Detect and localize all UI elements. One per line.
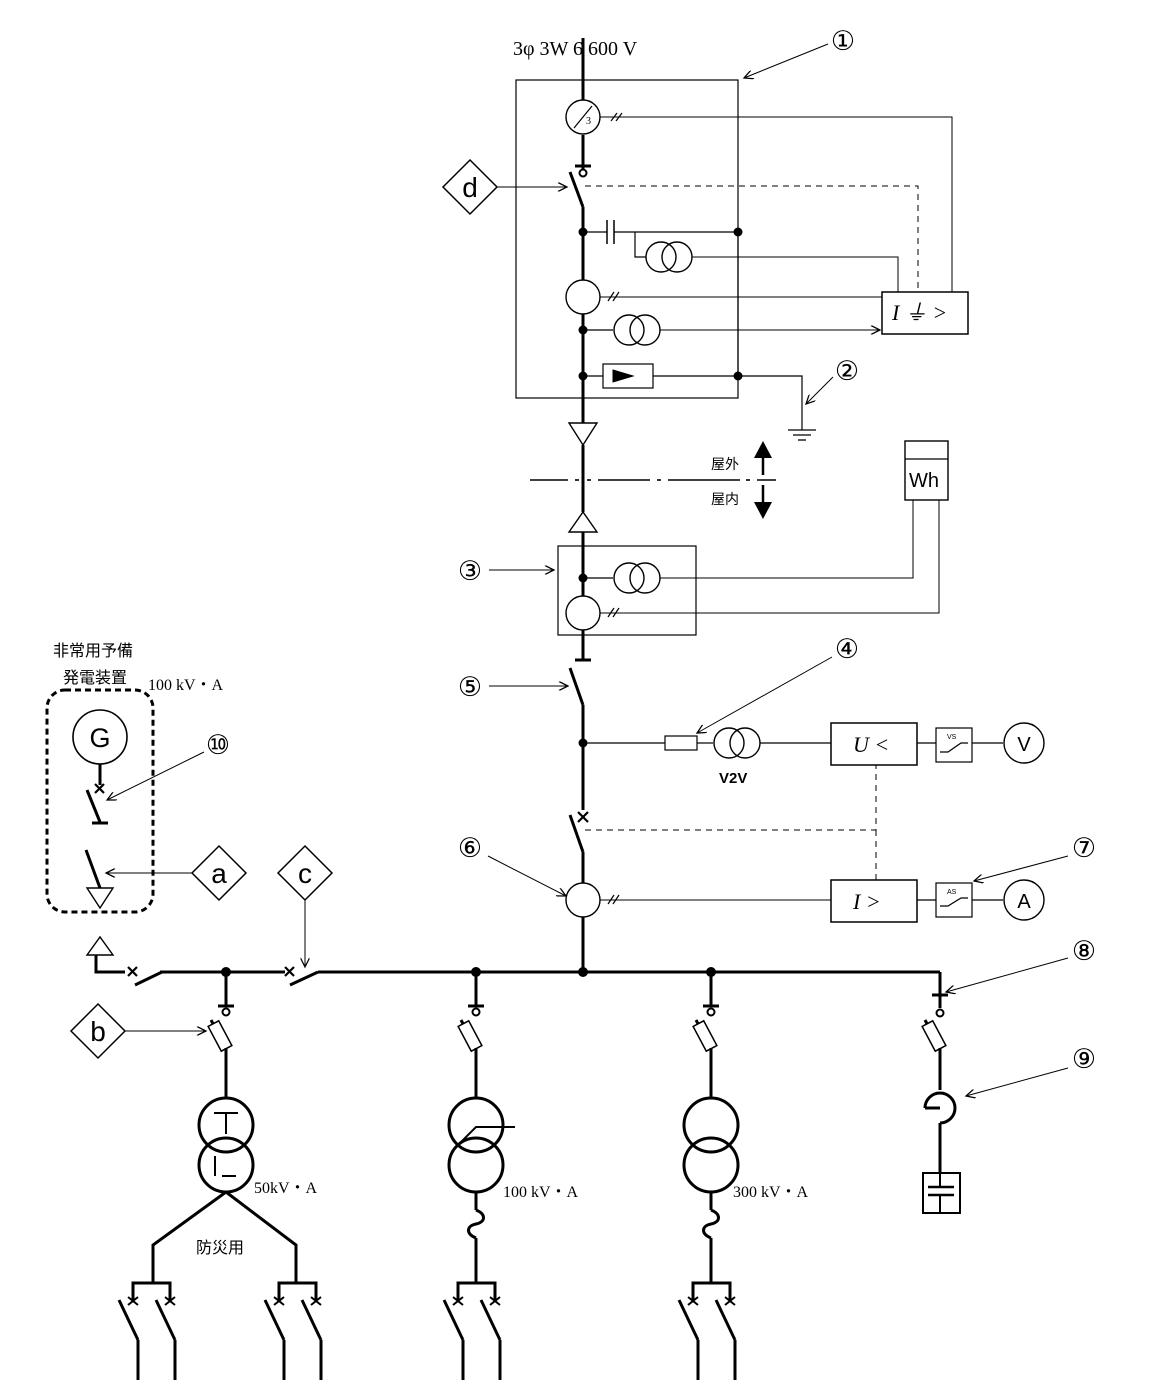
vt-protection <box>578 314 880 346</box>
generator-title-line1: 非常用予備 <box>53 642 133 660</box>
transformer-1-secondary <box>151 1190 298 1283</box>
generator-rating: 100 kV・A <box>148 677 224 694</box>
voltmeter: V <box>1003 722 1045 764</box>
cubicle-1-enclosure <box>515 79 739 399</box>
callout-3-label: ③ <box>458 556 482 586</box>
generator-enclosure <box>45 688 155 914</box>
callout-d-label: d <box>462 172 478 203</box>
ocr-label: I > <box>852 889 881 914</box>
callout-4-label: ④ <box>835 634 859 664</box>
cable-head-outdoor <box>567 422 599 447</box>
generator-tie-breaker <box>127 966 163 987</box>
transformer-3 <box>682 1096 740 1283</box>
voltmeter-switch: VS <box>935 727 973 763</box>
feeder-4 <box>921 993 948 1090</box>
disconnector-5 <box>568 658 591 706</box>
undervoltage-relay: U < <box>830 722 918 766</box>
bus-tie-breaker-c <box>284 966 319 987</box>
trip-link-dashed-1 <box>585 185 919 294</box>
callout-8-label: ⑧ <box>1072 936 1096 966</box>
callout-a-label: a <box>211 858 227 889</box>
callout-2: ② <box>806 356 859 404</box>
vct-enclosure <box>557 545 697 636</box>
transformer-2 <box>447 1096 515 1283</box>
transformer-2-rating: 100 kV・A <box>503 1184 579 1201</box>
callout-a: a <box>106 844 248 902</box>
generator-title-line2: 発電装置 <box>63 669 127 687</box>
lv-breaker-group-2 <box>263 1281 323 1380</box>
voltmeter-label: V <box>1017 734 1031 756</box>
callout-b-label: b <box>90 1016 106 1047</box>
callout-6: ⑥ <box>458 833 566 896</box>
capacitor-bank <box>922 1172 961 1214</box>
transformer-1 <box>197 1096 255 1194</box>
vct-vt <box>578 500 914 594</box>
callout-10-label: ⑩ <box>206 730 230 760</box>
callout-1-label: ① <box>831 26 855 56</box>
generator-disconnector-a <box>84 849 102 889</box>
cable-head-indoor <box>567 510 599 533</box>
ground-relay-label: I ⏚ > <box>891 300 947 325</box>
callout-5: ⑤ <box>458 672 568 702</box>
zero-phase-ct-top: 3 <box>565 99 953 295</box>
callout-b: b <box>69 1002 206 1060</box>
indoor-label: 屋内 <box>711 492 739 508</box>
ground-fault-relay: I ⏚ > <box>881 291 969 335</box>
callout-c-label: c <box>298 858 312 889</box>
pt-branch <box>578 727 831 759</box>
bus-node-main <box>578 967 588 977</box>
callout-4: ④ <box>697 634 859 733</box>
supply-label: 3φ 3W 6 600 V <box>513 38 638 60</box>
callout-7: ⑦ <box>974 833 1096 881</box>
uvr-label: U < <box>853 732 889 757</box>
generator-cable-head-2 <box>85 935 115 956</box>
pt-label: V2V <box>719 770 747 787</box>
series-reactor-9 <box>923 1091 957 1173</box>
vs-label: VS <box>947 734 957 741</box>
callout-c: c <box>276 844 334 967</box>
callout-d: d <box>441 158 567 216</box>
transformer-1-rating: 50kV・A <box>254 1180 318 1197</box>
overcurrent-relay: I > <box>830 879 918 923</box>
lv-breaker-group-4 <box>677 1281 737 1380</box>
transformer-3-rating: 300 kV・A <box>733 1184 809 1201</box>
callout-9: ⑨ <box>966 1044 1096 1096</box>
up-arrow-icon <box>754 441 772 475</box>
ammeter: A <box>1003 879 1045 921</box>
ammeter-label: A <box>1017 891 1031 913</box>
callout-9-label: ⑨ <box>1072 1044 1096 1074</box>
transformer-1-use: 防災用 <box>196 1239 244 1257</box>
feeder-1 <box>207 972 234 1098</box>
callout-3: ③ <box>458 556 554 586</box>
vct-ct <box>565 500 940 631</box>
ct-ratio-label: 3 <box>586 116 591 127</box>
feeder-2 <box>457 972 484 1098</box>
lv-breaker-group-1 <box>117 1281 177 1380</box>
callout-7-label: ⑦ <box>1072 833 1096 863</box>
ct-protection <box>565 279 882 315</box>
lightning-arrester <box>578 232 816 441</box>
callout-2-label: ② <box>835 356 859 386</box>
ammeter-switch: AS <box>935 882 973 918</box>
as-label: AS <box>947 889 957 896</box>
main-circuit-breaker <box>568 811 589 853</box>
callout-5-label: ⑤ <box>458 672 482 702</box>
lv-breaker-group-3 <box>442 1281 502 1380</box>
callout-1: ① <box>744 26 855 78</box>
generator-symbol: G <box>72 709 128 765</box>
generator-cable-head-1 <box>85 887 115 910</box>
watt-hour-meter: Wh <box>904 440 949 501</box>
down-arrow-icon <box>754 485 772 519</box>
wh-label: Wh <box>909 470 939 492</box>
outdoor-label: 屋外 <box>711 457 739 473</box>
callout-8: ⑧ <box>946 936 1096 992</box>
callout-6-label: ⑥ <box>458 833 482 863</box>
callout-10: ⑩ <box>107 730 230 800</box>
disconnector-d <box>568 162 591 208</box>
feeder-3 <box>692 972 719 1098</box>
generator-breaker-10 <box>85 764 108 825</box>
generator-g-label: G <box>89 723 110 753</box>
ocr-ct <box>565 882 831 918</box>
